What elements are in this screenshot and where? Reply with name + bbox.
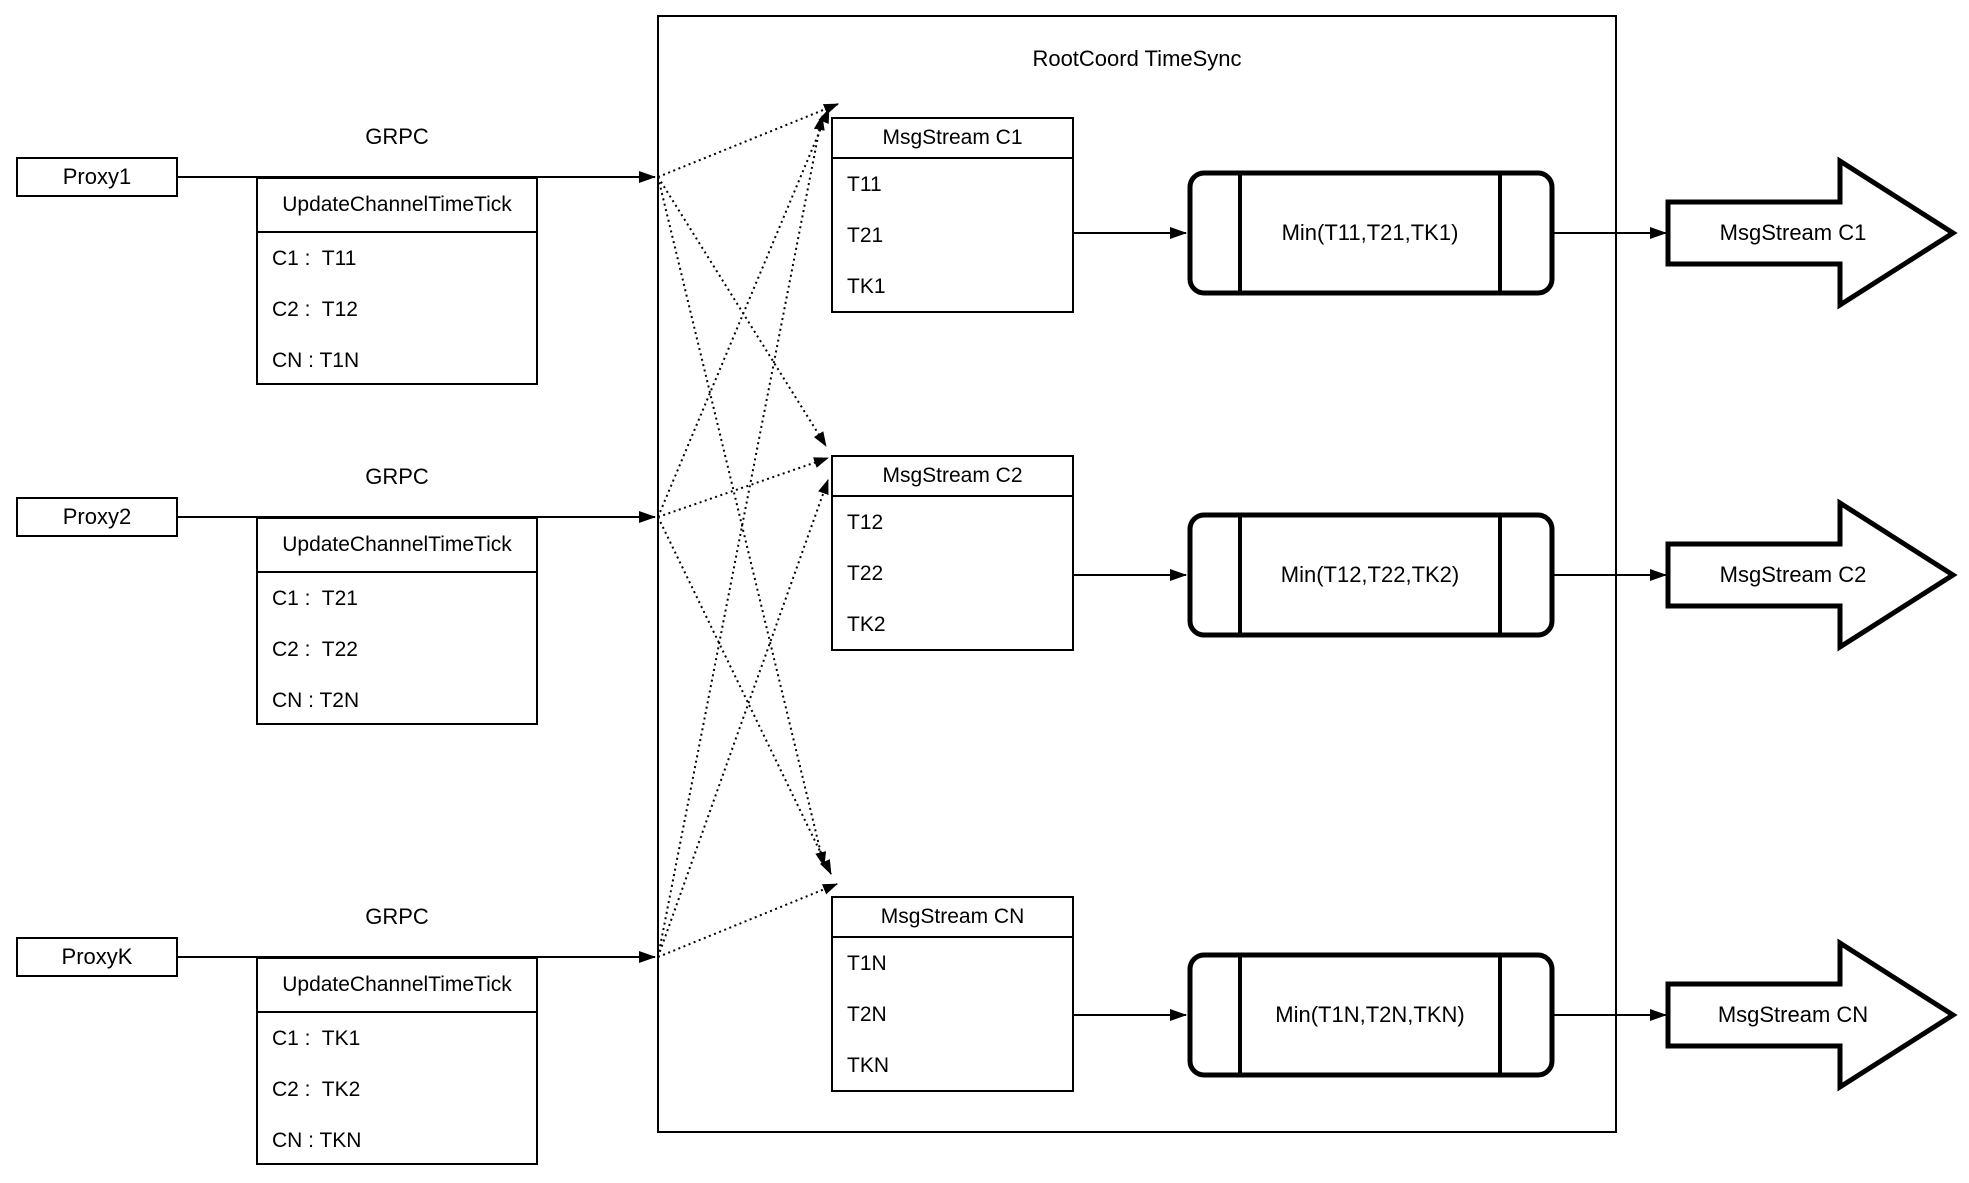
rootcoord-title: RootCoord TimeSync xyxy=(1032,46,1242,71)
timestamp-row: T21 xyxy=(847,223,884,247)
timetick-row: C1 : T11 xyxy=(272,246,357,270)
timetick-row: C2 : TK2 xyxy=(272,1077,361,1101)
timetick-row: C1 : TK1 xyxy=(272,1026,361,1050)
fanout-p2-cn-dotted-arrow xyxy=(657,516,832,875)
timetick-row: C2 : T12 xyxy=(272,297,358,321)
msgstream-c2-output-arrow xyxy=(1665,498,1958,652)
min-label-c2: Min(T12,T22,TK2) xyxy=(1280,562,1460,587)
msgstream-cn-header: MsgStream CN xyxy=(833,898,1072,938)
timestamp-row: T2N xyxy=(847,1002,887,1026)
fanout-p1-cn-dotted-arrow xyxy=(657,176,827,867)
timetick-row: C2 : T22 xyxy=(272,637,358,661)
timestamp-row: TK2 xyxy=(847,612,886,636)
timetick-row: CN : T1N xyxy=(272,348,360,372)
proxy2-box: Proxy2 xyxy=(16,497,178,537)
output-label-c1: MsgStream C1 xyxy=(1719,220,1867,245)
grpc-label-2: GRPC xyxy=(365,464,429,489)
msgstream-c2-header: MsgStream C2 xyxy=(833,457,1072,497)
update-timetick-table-2: UpdateChannelTimeTick C1 : T21 C2 : T22 … xyxy=(256,517,538,725)
timestamp-row: T11 xyxy=(847,172,882,196)
proxyk-box: ProxyK xyxy=(16,937,178,977)
timestamp-row: T12 xyxy=(847,510,884,534)
grpc-label-1: GRPC xyxy=(365,124,429,149)
min-label-cn: Min(T1N,T2N,TKN) xyxy=(1275,1002,1465,1027)
timestamp-row: TK1 xyxy=(847,274,886,298)
msgstream-cn-output-arrow xyxy=(1665,938,1958,1092)
fanout-p2-c1-dotted-arrow xyxy=(657,108,830,518)
min-label-c1: Min(T11,T21,TK1) xyxy=(1281,220,1459,245)
timestamp-row: TKN xyxy=(847,1053,889,1077)
proxyk-label: ProxyK xyxy=(61,944,133,969)
min-node-c1 xyxy=(1187,170,1555,296)
msgstream-c2-table: MsgStream C2 T12 T22 TK2 xyxy=(831,455,1074,651)
proxy1-label: Proxy1 xyxy=(62,164,132,189)
min-node-c2 xyxy=(1187,512,1555,638)
update-timetick-header-1: UpdateChannelTimeTick xyxy=(258,179,536,233)
proxy1-box: Proxy1 xyxy=(16,157,178,197)
msgstream-c1-table: MsgStream C1 T11 T21 TK1 xyxy=(831,117,1074,313)
fanout-p2-c2-dotted-arrow xyxy=(657,457,829,518)
msgstream-cn-table: MsgStream CN T1N T2N TKN xyxy=(831,896,1074,1092)
fanout-pk-c2-dotted-arrow xyxy=(657,479,829,958)
fanout-pk-c1-dotted-arrow xyxy=(657,115,825,958)
fanout-p1-c1-dotted-arrow xyxy=(657,103,839,178)
update-timetick-table-3: UpdateChannelTimeTick C1 : TK1 C2 : TK2 … xyxy=(256,957,538,1165)
output-label-cn: MsgStream CN xyxy=(1717,1002,1869,1027)
timetick-row: CN : TKN xyxy=(272,1128,362,1152)
grpc-label-3: GRPC xyxy=(365,904,429,929)
timetick-row: CN : T2N xyxy=(272,688,360,712)
timestamp-row: T22 xyxy=(847,561,884,585)
timestamp-row: T1N xyxy=(847,951,887,975)
update-timetick-table-1: UpdateChannelTimeTick C1 : T11 C2 : T12 … xyxy=(256,177,538,385)
min-node-cn xyxy=(1187,952,1555,1078)
fanout-pk-cn-dotted-arrow xyxy=(657,883,838,958)
update-timetick-header-2: UpdateChannelTimeTick xyxy=(258,519,536,573)
output-label-c2: MsgStream C2 xyxy=(1719,562,1867,587)
fanout-p1-c2-dotted-arrow xyxy=(657,176,827,447)
proxy2-label: Proxy2 xyxy=(62,504,132,529)
msgstream-c1-output-arrow xyxy=(1665,156,1958,310)
update-timetick-header-3: UpdateChannelTimeTick xyxy=(258,959,536,1013)
timetick-row: C1 : T21 xyxy=(272,586,358,610)
msgstream-c1-header: MsgStream C1 xyxy=(833,119,1072,159)
